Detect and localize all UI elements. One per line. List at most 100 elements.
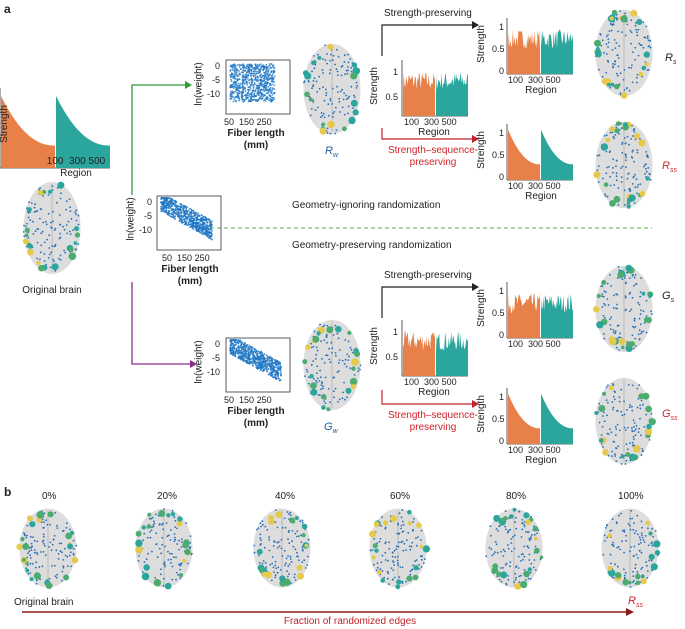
hist-rss [506,124,573,181]
label-geometry-ignoring: Geometry-ignoring randomization [292,200,441,211]
xlabel-region-rw: Region [418,127,450,138]
label-rs: Rs [665,52,677,67]
brain-b-0 [14,505,82,591]
region-ticks-gs: 100 300 500 [508,339,561,349]
label-ssp-top: Strength–sequence-preserving [387,145,479,168]
label-rw: Rw [325,145,339,160]
pct-20: 20% [157,491,178,502]
scatter-original [156,195,222,251]
pct-80: 80% [506,491,527,502]
xlabel-fiber-original: Fiber length(mm) [161,264,219,287]
ylabel-strength-gs: Strength [475,289,487,327]
pct-40: 40% [275,491,296,502]
brain-rw-image [298,40,366,138]
ylabel-strength-original: Strength [0,105,10,143]
scatter-rw [225,59,291,115]
panel-label-b: b [4,485,12,499]
label-strength-preserving-top: Strength-preserving [384,8,472,19]
ylabel-lnweight-gw: ln(weight) [193,340,205,384]
label-strength-preserving-bottom: Strength-preserving [384,270,472,281]
ylabel-strength-rw: Strength [368,67,380,105]
label-rss-b: Rss [628,595,643,610]
label-original-brain: Original brain [22,285,82,296]
ylabel-strength-rss: Strength [475,131,487,169]
hist-area [508,293,540,338]
pct-100: 100% [618,491,644,502]
original-brain-image [18,178,86,278]
yticks-gw: 0-5-10 [206,339,220,377]
label-geometry-preserving: Geometry-preserving randomization [292,240,452,251]
xlabel-region-rs: Region [525,85,557,96]
label-rss: Rss [662,160,677,175]
hist-area [541,393,573,444]
hist-area [436,72,468,116]
xticks-rw: 50 150 250 [224,117,272,127]
hist-area [436,331,468,376]
brain-gs-image [590,262,658,356]
hist-rw [401,60,468,117]
hist-area [508,129,540,180]
xlabel-fiber-gw: Fiber length(mm) [227,406,285,429]
hist-area [56,96,110,168]
label-gss: Gss [662,408,678,423]
brain-gss-image [590,374,658,468]
xlabel-region-original: Region [60,168,92,179]
label-ssp-bottom: Strength–sequence-preserving [387,410,479,433]
label-gw: Gw [324,421,338,436]
brain-b-100 [596,505,664,591]
hist-gs [506,282,573,339]
ylabel-lnweight-original: ln(weight) [125,197,137,241]
xlabel-fiber-rw: Fiber length(mm) [227,128,285,151]
hist-area [541,29,573,74]
region-ticks-original: 100 300 500 [46,156,106,167]
ylabel-lnweight-rw: ln(weight) [193,62,205,106]
brain-b-20 [130,505,198,591]
panel-label-a: a [4,2,11,16]
region-ticks-rw: 100 300 500 [404,117,457,127]
hist-original [0,88,110,169]
brain-b-80 [480,505,548,591]
brain-rs-image [590,6,658,100]
pct-60: 60% [390,491,411,502]
yticks-original: 0-5-10 [138,197,152,235]
xticks-original: 50 150 250 [162,253,210,263]
region-ticks-rs: 100 300 500 [508,75,561,85]
ylabel-strength-gss: Strength [475,395,487,433]
label-gs: Gs [662,290,675,305]
brain-gw-image [298,316,366,414]
hist-area [541,294,573,338]
xticks-gw: 50 150 250 [224,395,272,405]
region-ticks-gw: 100 300 500 [404,377,457,387]
hist-gss [506,388,573,445]
brain-b-40 [248,505,316,591]
hist-area [508,393,540,444]
region-ticks-rss: 100 300 500 [508,181,561,191]
scatter-gw [225,337,291,393]
xlabel-region-rss: Region [525,191,557,202]
hist-gw [401,320,468,377]
label-fraction-randomized: Fraction of randomized edges [283,616,417,627]
hist-area [1,96,55,168]
pct-0: 0% [42,491,57,502]
hist-rs [506,18,573,75]
brain-b-60 [364,505,432,591]
xlabel-region-gss: Region [525,455,557,466]
region-ticks-gss: 100 300 500 [508,445,561,455]
hist-area [403,331,435,376]
yticks-rw: 0-5-10 [206,61,220,99]
ylabel-strength-rs: Strength [475,25,487,63]
brain-rss-image [590,118,658,212]
hist-area [541,129,573,180]
ylabel-strength-gw: Strength [368,327,380,365]
hist-area [403,72,435,116]
label-original-brain-b: Original brain [14,597,74,608]
hist-area [508,29,540,74]
xlabel-region-gw: Region [418,387,450,398]
